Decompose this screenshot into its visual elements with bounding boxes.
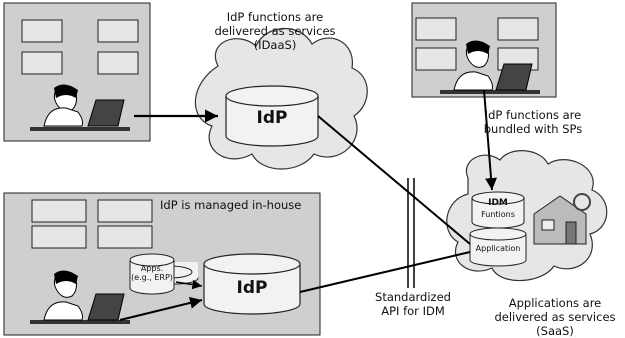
idm-label: IDM	[488, 198, 508, 208]
application-database	[469, 227, 527, 267]
bundled-user-to-idm-arrow	[483, 89, 498, 191]
apps-to-idp-arrow	[175, 279, 203, 290]
idaas-cloud	[194, 27, 368, 170]
apps-label-line-1: Apps.	[140, 264, 164, 273]
inhouse-user-to-idp-arrow	[119, 297, 203, 321]
idaas-caption-line-1: IdP functions are	[226, 10, 324, 24]
apps-stack-icon	[129, 253, 199, 295]
inhouse-panel	[3, 192, 321, 336]
application-label: Application	[475, 244, 521, 253]
user-at-laptop-icon	[440, 40, 540, 94]
house-application-icon	[533, 193, 591, 245]
idp-database-inhouse	[203, 253, 301, 315]
saas-caption: Applications are delivered as services (…	[488, 296, 622, 338]
idaas-caption: IdP functions are delivered as services …	[210, 10, 340, 52]
idp-label-idaas: IdP	[256, 108, 288, 128]
api-caption-line-2: API for IDM	[381, 304, 445, 318]
user-at-laptop-icon	[30, 270, 130, 324]
idm-sublabel: Funtions	[481, 210, 515, 219]
bundled-caption: IdP functions are bundled with SPs	[468, 108, 598, 136]
bundled-caption-line-2: bundled with SPs	[483, 122, 583, 136]
idaas-caption-line-3: (IDaaS)	[253, 38, 297, 52]
inhouse-idp-to-application-line	[299, 251, 471, 293]
api-caption-line-1: Standardized	[375, 290, 451, 304]
apps-label: Apps. (e.g., ERP)	[130, 264, 174, 282]
saas-caption-line-3: (SaaS)	[536, 324, 574, 338]
inhouse-caption: IdP is managed in-house	[160, 198, 302, 212]
idm-database	[471, 191, 525, 229]
idp-database-idaas	[225, 85, 319, 147]
idaas-caption-line-2: delivered as services	[214, 24, 336, 38]
idp-label-inhouse: IdP	[236, 278, 268, 298]
api-caption: Standardized API for IDM	[358, 290, 468, 318]
user-panel-top-left	[3, 2, 151, 142]
saas-cloud	[446, 150, 608, 282]
saas-caption-line-2: delivered as services	[494, 310, 616, 324]
bundled-caption-line-1: IdP functions are	[484, 108, 582, 122]
user-at-laptop-icon	[30, 84, 130, 131]
saas-caption-line-1: Applications are	[508, 296, 602, 310]
user-panel-top-right	[411, 2, 557, 98]
apps-label-line-2: (e.g., ERP)	[131, 273, 173, 282]
idaas-to-application-line	[317, 115, 471, 245]
